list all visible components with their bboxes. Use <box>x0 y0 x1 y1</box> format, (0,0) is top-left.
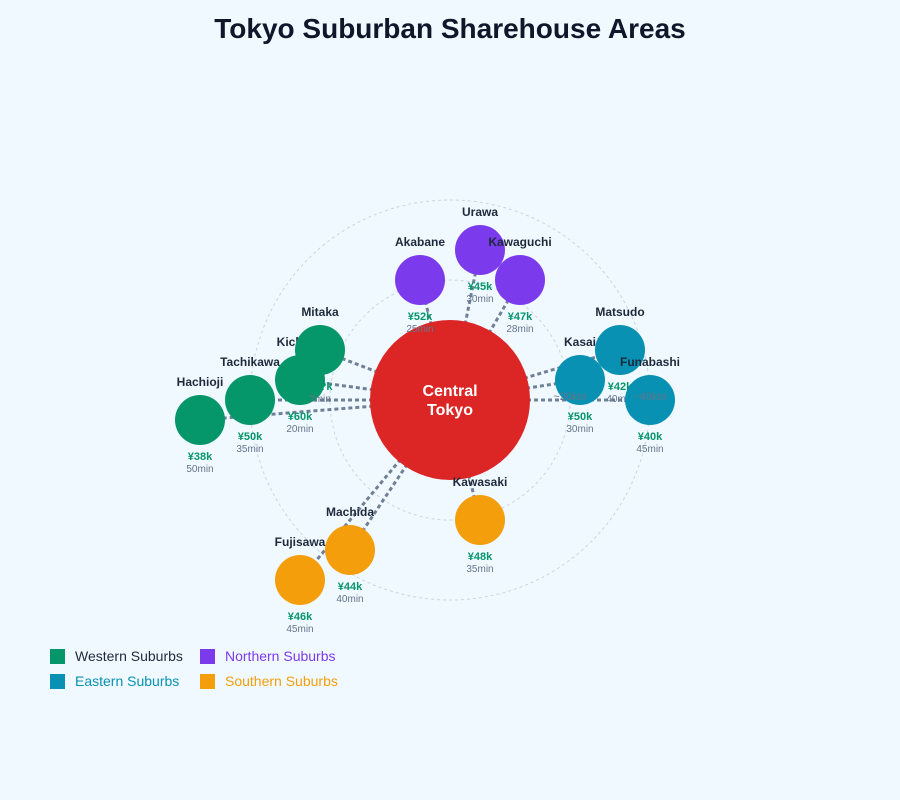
area-price-tachikawa: ¥50k <box>238 431 263 443</box>
legend-label-southern: Southern Suburbs <box>225 673 338 689</box>
area-circle-tachikawa <box>225 375 275 425</box>
connector-kichijoji <box>299 378 451 402</box>
area-name-funabashi: Funabashi <box>620 355 680 369</box>
area-commute-mitaka: ?min <box>309 394 331 405</box>
legend-label-western: Western Suburbs <box>75 648 183 664</box>
area-commute-fujisawa: 45min <box>286 624 313 635</box>
area-circle-akabane <box>395 255 445 305</box>
legend-swatch-eastern <box>50 673 65 689</box>
area-price-urawa: ¥45k <box>468 281 493 293</box>
area-commute-machida: 40min <box>336 594 363 605</box>
area-price-kichijoji: ¥60k <box>288 411 313 423</box>
area-commute-akabane: 25min <box>406 324 433 335</box>
legend-item-eastern: Eastern Suburbs <box>50 673 200 689</box>
area-node-mitaka: Mitaka ¥5?k?min <box>295 305 345 405</box>
area-circle-funabashi <box>625 375 675 425</box>
legend-item-western: Western Suburbs <box>50 648 200 664</box>
area-price-kawaguchi: ¥47k <box>508 311 533 323</box>
legend-label-northern: Northern Suburbs <box>225 648 336 664</box>
area-name-urawa: Urawa <box>462 205 498 219</box>
area-commute-urawa: 30min <box>466 294 493 305</box>
central-tokyo-label-line2: Tokyo <box>427 402 473 419</box>
area-circle-hachioji <box>175 395 225 445</box>
area-circle-kasai <box>555 355 605 405</box>
legend-label-eastern: Eastern Suburbs <box>75 673 180 689</box>
area-name-kawasaki: Kawasaki <box>453 475 508 489</box>
area-price-kasai: ¥50k <box>568 411 593 423</box>
legend-item-southern: Southern Suburbs <box>200 673 350 689</box>
area-commute-kasai: 30min <box>566 424 593 435</box>
area-price-matsudo: ¥42k <box>608 381 633 393</box>
area-price-fujisawa: ¥46k <box>288 611 313 623</box>
area-name-kasai: Kasai <box>564 335 596 349</box>
area-name-kawaguchi: Kawaguchi <box>488 235 551 249</box>
area-circle-mitaka <box>295 325 345 375</box>
area-commute-kawaguchi: 28min <box>506 324 533 335</box>
legend: Western Suburbs Northern Suburbs Eastern… <box>50 648 350 689</box>
area-commute-kichijoji: 20min <box>286 424 313 435</box>
area-name-hachioji: Hachioji <box>177 375 224 389</box>
legend-item-northern: Northern Suburbs <box>200 648 350 664</box>
area-name-akabane: Akabane <box>395 235 445 249</box>
area-price-machida: ¥44k <box>338 581 363 593</box>
legend-swatch-western <box>50 648 65 664</box>
area-name-mitaka: Mitaka <box>301 305 339 319</box>
area-circle-matsudo <box>595 325 645 375</box>
ring-label-2: ~40km <box>633 391 666 403</box>
area-name-tachikawa: Tachikawa <box>220 355 280 369</box>
area-commute-funabashi: 45min <box>636 444 663 455</box>
area-name-matsudo: Matsudo <box>595 305 644 319</box>
ring-label-1: ~20km <box>553 391 586 403</box>
area-price-kawasaki: ¥48k <box>468 551 493 563</box>
legend-swatch-southern <box>200 673 215 689</box>
area-commute-matsudo: 40min <box>606 394 633 405</box>
area-price-mitaka: ¥5?k <box>307 381 333 393</box>
area-commute-tachikawa: 35min <box>236 444 263 455</box>
area-circle-kawaguchi <box>495 255 545 305</box>
central-tokyo-circle <box>370 320 530 480</box>
area-circle-kawasaki <box>455 495 505 545</box>
area-circle-urawa <box>455 225 505 275</box>
area-name-fujisawa: Fujisawa <box>275 535 326 549</box>
area-circle-fujisawa <box>275 555 325 605</box>
area-price-akabane: ¥52k <box>408 311 433 323</box>
central-tokyo-label-line1: Central <box>422 383 477 400</box>
area-circle-machida <box>325 525 375 575</box>
area-commute-kawasaki: 35min <box>466 564 493 575</box>
area-price-hachioji: ¥38k <box>188 451 213 463</box>
area-price-funabashi: ¥40k <box>638 431 663 443</box>
area-name-machida: Machida <box>326 505 374 519</box>
area-commute-hachioji: 50min <box>186 464 213 475</box>
page-title: Tokyo Suburban Sharehouse Areas <box>214 13 686 44</box>
connector-urawa <box>448 249 482 401</box>
legend-swatch-northern <box>200 648 215 664</box>
